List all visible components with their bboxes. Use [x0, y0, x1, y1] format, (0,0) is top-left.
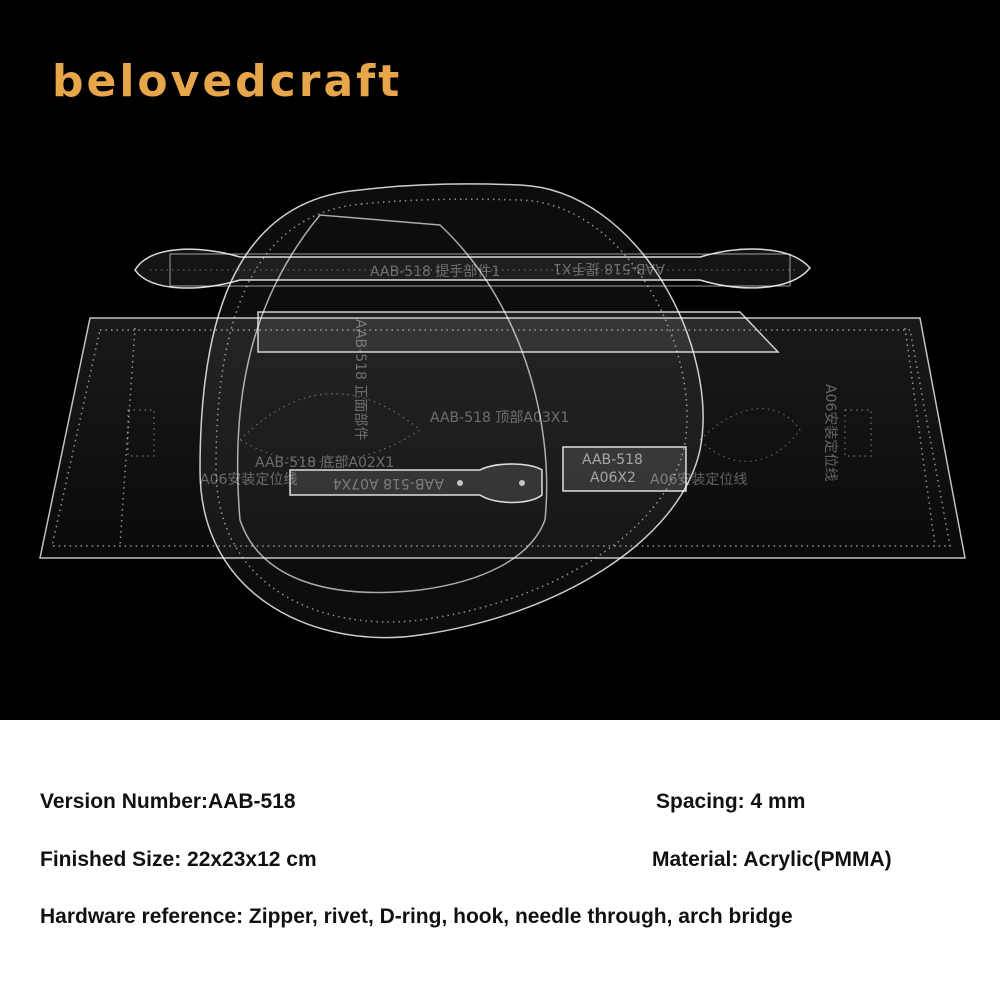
side-top-label: AAB-518 顶部A03X1	[430, 410, 569, 426]
right-locator-label: A06安装定位线	[650, 472, 747, 488]
small-piece-label: AAB-518	[582, 452, 643, 468]
base-panel-template	[39, 317, 966, 559]
material-text: Material: Acrylic(PMMA)	[652, 848, 892, 871]
product-photo: AAB-518 提手部件1 AAB-518 提手X1 AAB-518 顶部A03…	[0, 0, 1000, 720]
version-number-text: Version Number:AAB-518	[40, 790, 296, 813]
side-panel-templates	[199, 183, 704, 639]
strap-label: AAB-518 提手部件1	[370, 264, 500, 280]
small-rect-template	[562, 446, 687, 492]
panel-vertical-label: AAB-518 正面部件	[352, 319, 368, 440]
small-piece-qty: A06X2	[590, 470, 636, 486]
strip-template	[257, 311, 780, 353]
finished-size-text: Finished Size: 22x23x12 cm	[40, 848, 317, 871]
vertical-locator-label: A06安装定位线	[822, 384, 838, 481]
brand-logo: belovedcraft	[52, 56, 403, 107]
spec-panel: Version Number:AAB-518 Spacing: 4 mm Fin…	[0, 720, 1000, 1000]
tab-template	[289, 463, 543, 504]
hardware-reference-text: Hardware reference: Zipper, rivet, D-rin…	[40, 905, 793, 928]
tab-label: AAB-518 A07X4	[333, 475, 444, 491]
spacing-text: Spacing: 4 mm	[656, 790, 806, 813]
strap-template	[134, 248, 811, 289]
left-locator-label: A06安装定位线	[200, 472, 297, 488]
side-bottom-label: AAB-518 底部A02X1	[255, 455, 394, 471]
strap-mirror-label: AAB-518 提手X1	[553, 260, 665, 276]
acrylic-templates-illustration: AAB-518 提手部件1 AAB-518 提手X1 AAB-518 顶部A03…	[39, 183, 966, 639]
